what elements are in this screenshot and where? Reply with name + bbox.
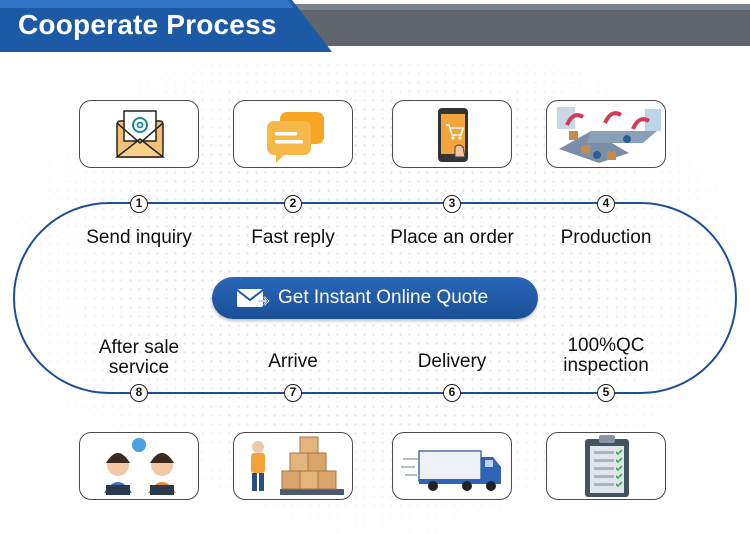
step-5-label: 100%QC inspection (563, 335, 649, 376)
header-shapes (0, 0, 750, 52)
chat-bubble-icon (267, 112, 324, 163)
step-8-card (79, 432, 199, 500)
page-title: Cooperate Process (18, 9, 277, 40)
step-1-number: 1 (130, 195, 148, 213)
shopping-phone-icon (438, 108, 468, 162)
step-5-card (546, 432, 666, 500)
step-8-number: 8 (130, 384, 148, 402)
factory-line-icon (557, 107, 661, 163)
support-agents-icon (104, 438, 176, 495)
step-6-number: 6 (443, 384, 461, 402)
instant-quote-button[interactable]: Get Instant Online Quote (212, 277, 538, 319)
step-6-label: Delivery (417, 351, 487, 372)
clipboard-checklist-icon (585, 435, 629, 497)
step-2-label: Fast reply (251, 227, 335, 248)
step-3-number: 3 (443, 195, 461, 213)
step-8-label: After sale service (98, 337, 180, 378)
step-2-number: 2 (284, 195, 302, 213)
step-3-label: Place an order (390, 227, 514, 248)
step-2-card (233, 100, 353, 168)
step-3-card (392, 100, 512, 168)
header-banner: Cooperate Process (0, 0, 750, 52)
step-7-label: Arrive (268, 351, 318, 372)
step-5-number: 5 (597, 384, 615, 402)
step-7-number: 7 (284, 384, 302, 402)
envelope-icon (114, 110, 166, 158)
step-4-label: Production (560, 227, 652, 248)
instant-quote-label: Get Instant Online Quote (278, 287, 489, 308)
warehouse-boxes-icon (251, 436, 344, 495)
step-1-card (79, 100, 199, 168)
step-6-card (392, 432, 512, 500)
step-4-number: 4 (597, 195, 615, 213)
mail-send-icon (236, 289, 270, 307)
step-1-label: Send inquiry (86, 227, 192, 248)
truck-icon (401, 450, 501, 491)
step-7-card (233, 432, 353, 500)
step-4-card (546, 100, 666, 168)
